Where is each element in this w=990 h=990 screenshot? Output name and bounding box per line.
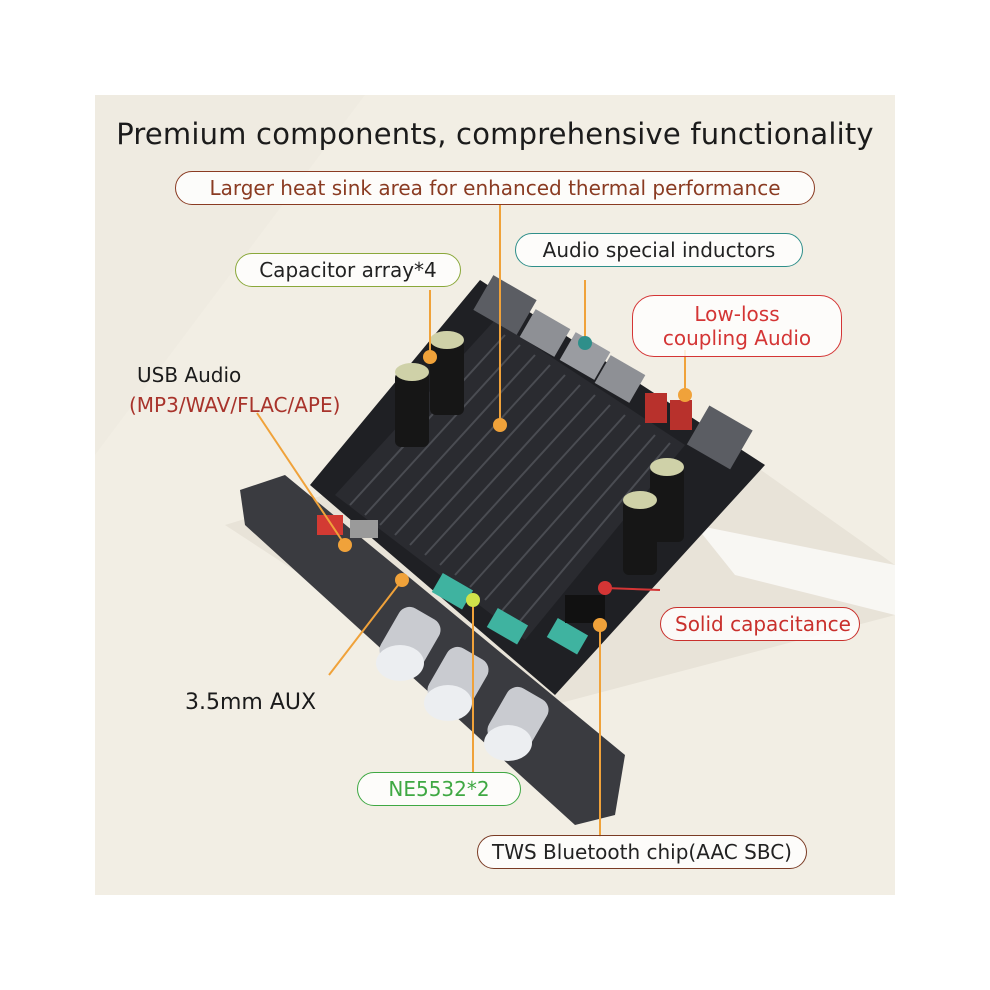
label-usb-audio: USB Audio xyxy=(137,363,242,387)
dot-heat-sink xyxy=(493,418,507,432)
label-inductors: Audio special inductors xyxy=(515,233,803,267)
dot-aux xyxy=(395,573,409,587)
red-part xyxy=(317,515,343,535)
label-heat-sink: Larger heat sink area for enhanced therm… xyxy=(175,171,815,205)
label-ne5532: NE5532*2 xyxy=(357,772,521,806)
dot-low-loss xyxy=(678,388,692,402)
label-low-loss: Low-loss coupling Audio xyxy=(632,295,842,357)
dot-inductors xyxy=(578,336,592,350)
low-loss-line1: Low-loss xyxy=(694,302,780,326)
label-usb-formats: (MP3/WAV/FLAC/APE) xyxy=(129,393,341,417)
low-loss-line2: coupling Audio xyxy=(662,326,812,350)
product-image: Premium components, comprehensive functi… xyxy=(95,95,895,895)
dot-capacitors xyxy=(423,350,437,364)
coupling-capacitors xyxy=(645,393,692,430)
electrolytic-capacitors xyxy=(395,331,684,575)
dot-usb xyxy=(338,538,352,552)
callout-lines xyxy=(256,205,692,837)
inductors xyxy=(519,309,646,403)
solid-capacitance-line xyxy=(604,587,661,591)
label-bluetooth: TWS Bluetooth chip(AAC SBC) xyxy=(477,835,807,869)
green-connectors xyxy=(431,572,589,655)
amplifier-board xyxy=(240,275,765,825)
label-solid-capacitance: Solid capacitance xyxy=(660,607,860,641)
label-aux: 3.5mm AUX xyxy=(185,690,317,715)
dot-ne5532 xyxy=(466,593,480,607)
volume-knobs xyxy=(376,606,549,761)
dot-solid-capacitance xyxy=(598,581,612,595)
label-capacitor-array: Capacitor array*4 xyxy=(235,253,461,287)
terminal-blocks xyxy=(473,275,753,470)
page-title: Premium components, comprehensive functi… xyxy=(116,117,874,151)
dot-bluetooth xyxy=(593,618,607,632)
usb-port xyxy=(350,520,378,538)
